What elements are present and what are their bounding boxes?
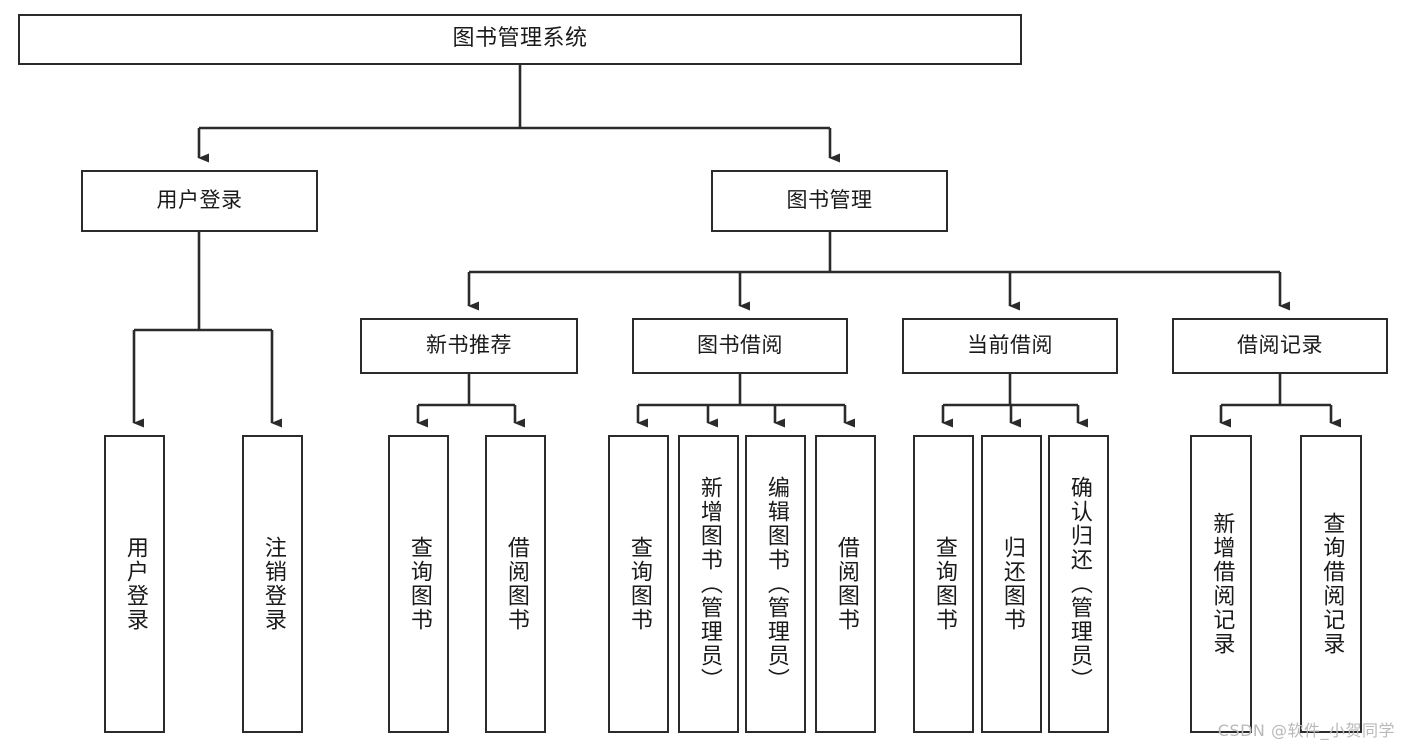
node-current-borrow-label: 当前借阅 [967,333,1053,358]
node-leaf-user-logout-label: 注销登录 [260,536,286,632]
node-user-login[interactable]: 用户登录 [81,170,318,232]
node-borrow-record-label: 借阅记录 [1237,333,1323,358]
watermark: CSDN @软件_小贺同学 [1217,721,1395,740]
node-book-manage-label: 图书管理 [786,188,873,213]
node-leaf-add-record-label: 新增借阅记录 [1209,512,1235,656]
node-root[interactable]: 图书管理系统 [18,14,1022,65]
node-leaf-edit-book-label: 编辑图书（管理员） [763,476,789,692]
node-user-login-label: 用户登录 [156,188,243,213]
node-leaf-borrow-book-2[interactable]: 借阅图书 [815,435,876,733]
node-leaf-query-book-2[interactable]: 查询图书 [608,435,669,733]
node-leaf-add-book[interactable]: 新增图书（管理员） [678,435,739,733]
node-current-borrow[interactable]: 当前借阅 [902,318,1118,374]
node-borrow-record[interactable]: 借阅记录 [1172,318,1388,374]
node-book-borrow-label: 图书借阅 [697,333,783,358]
node-leaf-query-book-3-label: 查询图书 [931,536,957,632]
node-leaf-add-book-label: 新增图书（管理员） [696,476,722,692]
node-leaf-query-book-2-label: 查询图书 [626,536,652,632]
node-leaf-query-book-1[interactable]: 查询图书 [388,435,449,733]
node-leaf-query-record-label: 查询借阅记录 [1319,512,1345,656]
node-root-label: 图书管理系统 [452,26,588,52]
node-leaf-confirm-return-label: 确认归还（管理员） [1066,476,1092,692]
node-leaf-return-book[interactable]: 归还图书 [981,435,1042,733]
node-new-book-recommend-label: 新书推荐 [426,333,512,358]
node-leaf-return-book-label: 归还图书 [999,536,1025,632]
node-leaf-borrow-book-2-label: 借阅图书 [833,536,859,632]
node-leaf-borrow-book-1-label: 借阅图书 [503,536,529,632]
node-leaf-user-login-label: 用户登录 [122,536,148,632]
node-leaf-borrow-book-1[interactable]: 借阅图书 [485,435,546,733]
node-leaf-query-book-1-label: 查询图书 [406,536,432,632]
node-leaf-user-login[interactable]: 用户登录 [104,435,165,733]
node-leaf-user-logout[interactable]: 注销登录 [242,435,303,733]
node-leaf-query-record[interactable]: 查询借阅记录 [1300,435,1362,733]
node-book-borrow[interactable]: 图书借阅 [632,318,848,374]
node-book-manage[interactable]: 图书管理 [711,170,948,232]
node-leaf-add-record[interactable]: 新增借阅记录 [1190,435,1252,733]
node-leaf-confirm-return[interactable]: 确认归还（管理员） [1048,435,1109,733]
node-new-book-recommend[interactable]: 新书推荐 [360,318,578,374]
node-leaf-edit-book[interactable]: 编辑图书（管理员） [745,435,806,733]
node-leaf-query-book-3[interactable]: 查询图书 [913,435,974,733]
